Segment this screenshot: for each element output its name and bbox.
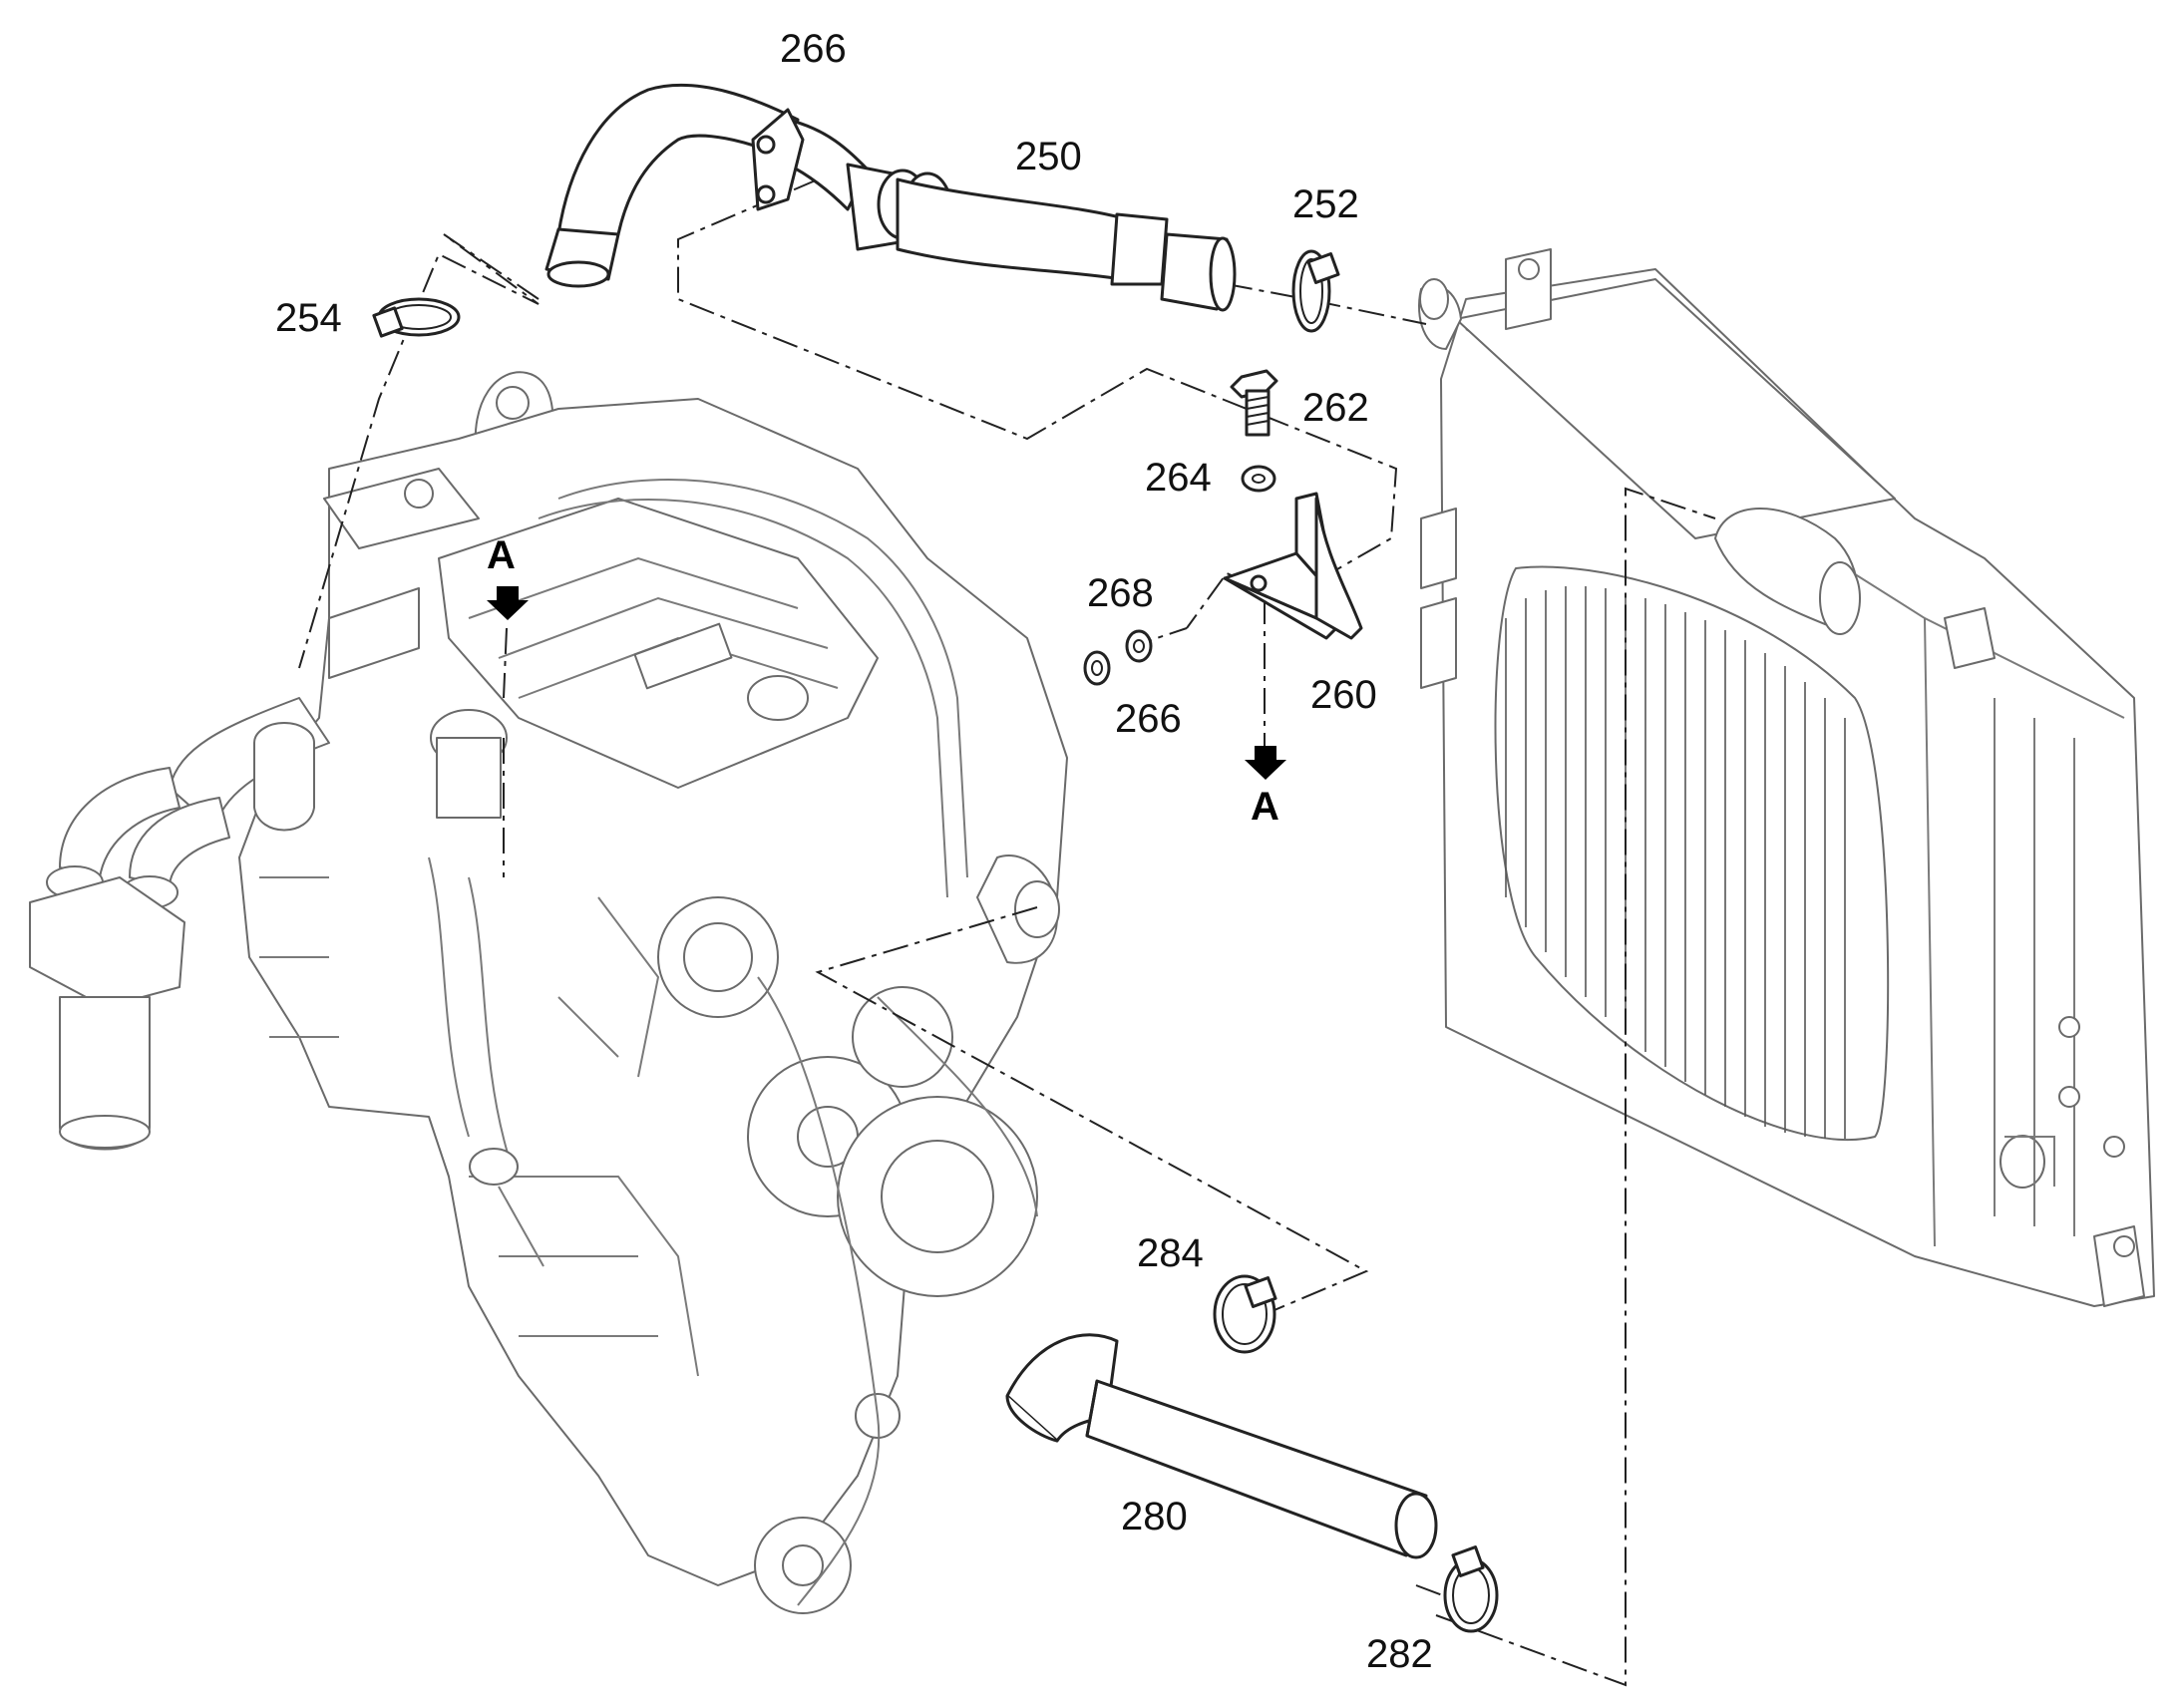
- view-marker-a-lower-label: A: [1251, 785, 1279, 829]
- callout-266-bracket: 266: [1115, 697, 1182, 741]
- engine-assembly: [29, 371, 1068, 1614]
- callout-252: 252: [1292, 182, 1359, 226]
- callout-282: 282: [1366, 1632, 1433, 1676]
- callout-250: 250: [1015, 135, 1082, 178]
- hose-clamp-282[interactable]: [1443, 1545, 1499, 1633]
- callout-280: 280: [1121, 1495, 1188, 1538]
- bolt-262[interactable]: [1230, 369, 1278, 437]
- washer-268[interactable]: [1125, 629, 1153, 663]
- radiator-assembly: [1417, 248, 2155, 1307]
- radiator-core-fins: [1505, 586, 1846, 1139]
- lower-hose-280[interactable]: [1005, 1333, 1438, 1559]
- down-arrow-icon: [487, 586, 529, 620]
- callout-260: 260: [1310, 673, 1377, 717]
- upper-hose-250[interactable]: [545, 83, 1237, 312]
- callout-254: 254: [275, 296, 342, 340]
- nut-266[interactable]: [1083, 650, 1111, 686]
- callout-262: 262: [1302, 386, 1369, 430]
- mounting-bracket-260[interactable]: [1223, 492, 1363, 640]
- view-marker-a-lower: A: [1245, 746, 1286, 829]
- callout-284: 284: [1137, 1231, 1204, 1275]
- callout-268: 268: [1087, 571, 1154, 615]
- callout-266-top: 266: [780, 27, 847, 71]
- view-marker-a-upper-label: A: [487, 533, 516, 577]
- washer-264[interactable]: [1241, 465, 1276, 493]
- callout-264: 264: [1145, 456, 1212, 500]
- down-arrow-icon: [1245, 746, 1286, 780]
- view-marker-a-upper: A: [487, 533, 529, 620]
- callout-labels: 266 250 252 254 262 264 268 266 260 284 …: [275, 27, 1433, 1676]
- hose-clamp-252[interactable]: [1291, 249, 1340, 333]
- hose-clamp-254[interactable]: [372, 297, 461, 338]
- hose-clamp-284[interactable]: [1213, 1274, 1277, 1354]
